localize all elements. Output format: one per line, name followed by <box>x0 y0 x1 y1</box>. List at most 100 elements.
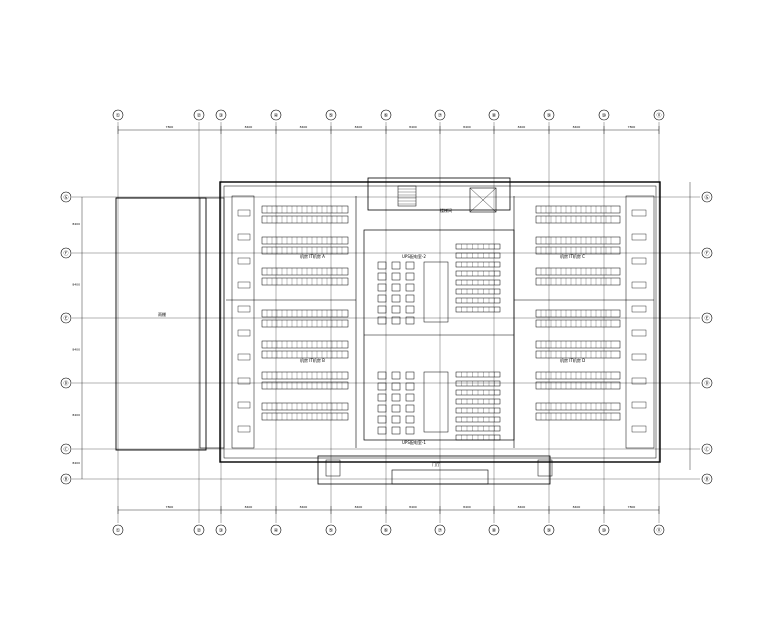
ups-d-1 <box>377 382 387 391</box>
rack-left-top-2 <box>261 267 349 276</box>
ups-c-0 <box>405 261 415 270</box>
axis-bottom-7-circle <box>434 524 446 536</box>
rack-right-top-0-b <box>535 215 621 224</box>
axis-top-9-label: ⑨ <box>547 113 551 119</box>
rack-left-bottom-3 <box>261 402 349 411</box>
axis-right-6-label: Ⓑ <box>704 476 709 483</box>
building-outline <box>115 177 661 485</box>
ups-d-2 <box>377 393 387 402</box>
bottom-lobby <box>391 469 489 485</box>
axis-bottom-2-circle <box>193 524 205 536</box>
left-corridor <box>199 197 225 449</box>
rack-right-bottom-0-b <box>535 319 621 328</box>
dim-top-7: 8400 <box>518 125 526 129</box>
left-equip-2 <box>237 257 251 265</box>
ups-b-1 <box>391 272 401 281</box>
ups-c-4 <box>405 305 415 314</box>
dim-bottom-4: 8400 <box>355 505 363 509</box>
left-equip-8 <box>237 401 251 409</box>
rack-left-bottom-1 <box>261 340 349 349</box>
dim-bottom-5: 8400 <box>409 505 417 509</box>
ups-e-4 <box>391 415 401 424</box>
ups-c-5 <box>405 316 415 325</box>
server-rack-rows <box>261 205 621 421</box>
right-corridor <box>625 195 655 449</box>
rack-left-bottom-2 <box>261 371 349 380</box>
dim-left-1: 8400 <box>72 222 80 226</box>
axis-right-6-circle <box>701 473 713 485</box>
ups-f-0 <box>405 371 415 380</box>
axis-bottom-7-label: ⑦ <box>438 528 443 534</box>
ups-f-5 <box>405 426 415 435</box>
rack-left-top-1-b <box>261 246 349 255</box>
ups-b-5 <box>391 316 401 325</box>
elevator-box <box>469 187 497 213</box>
axis-top-5-label: ⑤ <box>329 113 333 119</box>
dim-bottom-3: 8400 <box>300 505 308 509</box>
ups-a-2 <box>377 283 387 292</box>
left-equip-4 <box>237 305 251 313</box>
axis-bottom-8-label: ⑧ <box>492 528 497 534</box>
ups-e-3 <box>391 404 401 413</box>
rack-left-top-0 <box>261 205 349 214</box>
axis-left-4-label: Ⓓ <box>63 380 68 387</box>
outer-wall <box>219 181 661 463</box>
axis-left-2-circle <box>60 247 72 259</box>
axis-top-11-label: ⑪ <box>656 112 661 119</box>
ups-e-2 <box>391 393 401 402</box>
axis-right-4-label: Ⓓ <box>704 380 709 387</box>
axis-bottom-9-circle <box>543 524 555 536</box>
ups-e-0 <box>391 371 401 380</box>
right-equip-1 <box>631 233 647 241</box>
dim-top-4: 8400 <box>355 125 363 129</box>
ups-c-2 <box>405 283 415 292</box>
ups-e-5 <box>391 426 401 435</box>
axis-bottom-1-label: ① <box>116 528 121 534</box>
axis-left-1-label: Ⓖ <box>63 194 68 201</box>
left-equip-6 <box>237 353 251 361</box>
ups-a-5 <box>377 316 387 325</box>
axis-top-8-label: ⑧ <box>492 113 497 119</box>
room-label-power-room-bottom: UPS配电室-1 <box>402 439 426 445</box>
right-equip-7 <box>631 377 647 385</box>
axis-bottom-6-label: ⑥ <box>384 528 389 534</box>
rack-left-bottom-2-b <box>261 381 349 390</box>
axis-right-1-circle <box>701 191 713 203</box>
axis-top-4-label: ④ <box>274 113 279 119</box>
axis-left-3-circle <box>60 312 72 324</box>
axis-bottom-11-label: ⑪ <box>656 527 661 534</box>
dim-bottom-2: 8400 <box>245 505 253 509</box>
rack-right-top-2-b <box>535 277 621 286</box>
axis-top-9-circle <box>543 109 555 121</box>
rack-left-bottom-3-b <box>261 412 349 421</box>
axis-top-1-circle <box>112 109 124 121</box>
dim-left-4: 8400 <box>72 413 80 417</box>
axis-left-2-label: Ⓕ <box>63 250 68 257</box>
axis-bottom-1-circle <box>112 524 124 536</box>
room-label-data-hall-right-bottom: 机房 IT机房 D <box>560 357 585 363</box>
axis-top-11-circle <box>653 109 665 121</box>
dim-top-8: 8400 <box>573 125 581 129</box>
axis-top-7-circle <box>434 109 446 121</box>
dim-left-5: 8400 <box>72 461 80 465</box>
ups-e-1 <box>391 382 401 391</box>
axis-top-6-label: ⑥ <box>384 113 389 119</box>
axis-top-6-circle <box>380 109 392 121</box>
rack-right-top-1 <box>535 236 621 245</box>
dim-left-3: 8400 <box>72 348 80 352</box>
dim-bottom-9: 7800 <box>628 505 636 509</box>
right-equip-2 <box>631 257 647 265</box>
axis-top-2-label: ② <box>197 113 202 119</box>
right-equip-0 <box>631 209 647 217</box>
room-label-data-hall-left-top: 机房 IT机房 A <box>300 253 325 259</box>
ups-a-1 <box>377 272 387 281</box>
dim-top-5: 8400 <box>409 125 417 129</box>
dim-bottom-7: 8400 <box>518 505 526 509</box>
right-equip-3 <box>631 281 647 289</box>
room-label-canopy: 雨棚 <box>158 311 166 317</box>
rack-left-top-0-b <box>261 215 349 224</box>
axis-bottom-8-circle <box>488 524 500 536</box>
axis-left-1-circle <box>60 191 72 203</box>
